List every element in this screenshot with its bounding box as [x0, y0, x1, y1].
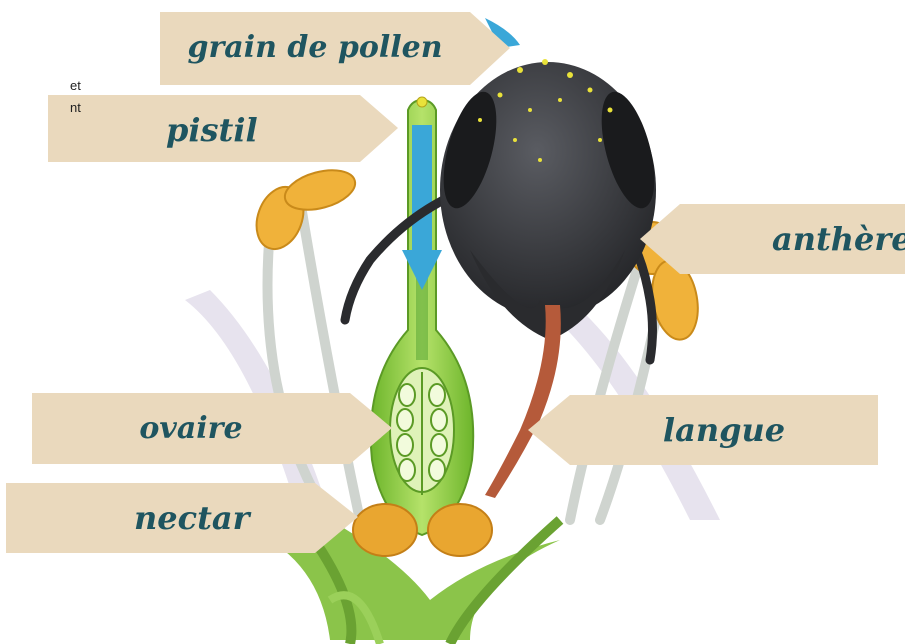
side-text-line-1: et	[70, 75, 81, 97]
label-nectar-text: nectar	[6, 499, 315, 537]
pollen-grain	[417, 97, 427, 107]
label-pistil-text: pistil	[48, 111, 360, 149]
label-langue-text: langue	[570, 411, 878, 449]
label-antheres-text: anthères	[690, 220, 905, 258]
label-ovaire-text: ovaire	[32, 411, 350, 446]
bee-tongue	[485, 305, 561, 498]
label-pollen-text: grain de pollen	[160, 30, 470, 65]
